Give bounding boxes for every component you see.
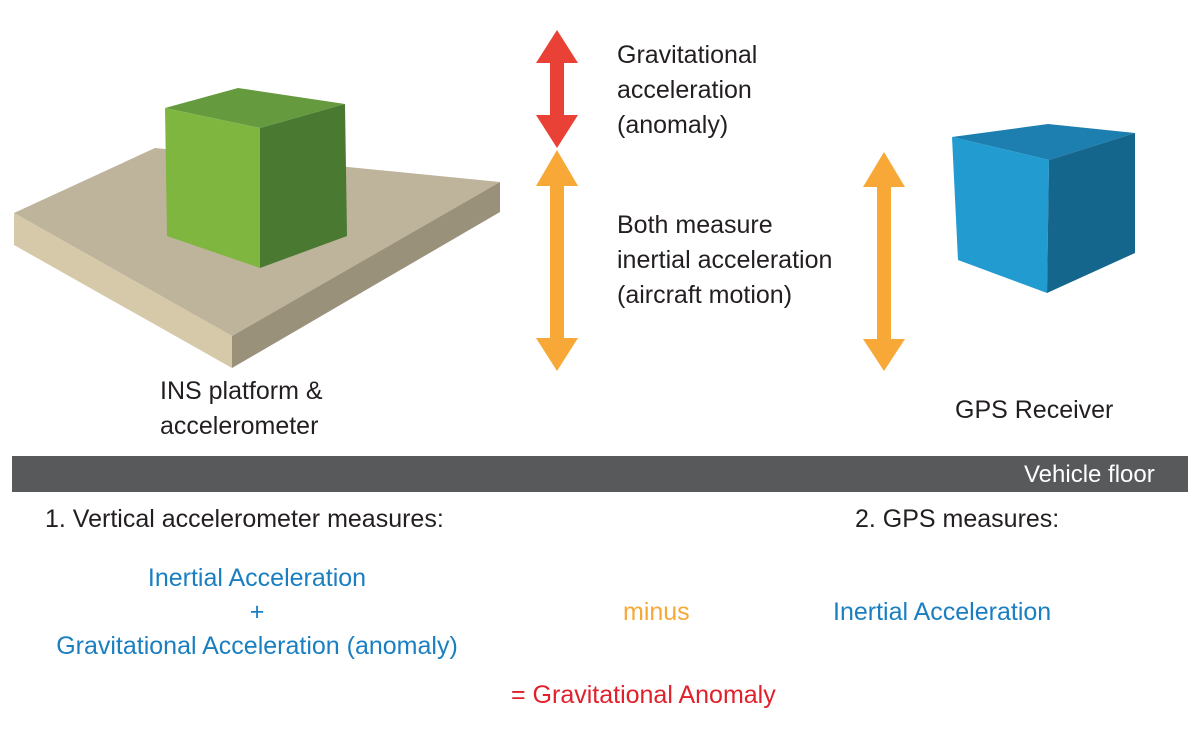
orange-double-arrow-gps <box>863 152 905 371</box>
gps-receiver-label: GPS Receiver <box>955 396 1114 424</box>
green-cube-top-face <box>165 88 345 128</box>
orange-arrow-shaft <box>550 185 564 339</box>
orange-arrow-head-up <box>536 150 578 186</box>
orange-arrow-head-down <box>863 339 905 371</box>
accelerometer-heading: 1. Vertical accelerometer measures: <box>45 505 444 533</box>
plus-sign: + <box>249 598 265 626</box>
vehicle-floor-bar <box>12 456 1188 492</box>
red-arrow-shaft <box>550 62 564 116</box>
platform-side-face <box>232 182 500 368</box>
red-arrow-head-up <box>536 30 578 63</box>
both-line-3: (aircraft motion) <box>617 281 793 309</box>
both-line-2: inertial acceleration <box>617 246 833 274</box>
vehicle-floor-label: Vehicle floor <box>1024 461 1155 488</box>
gps-receiver-cube <box>952 124 1135 293</box>
ins-platform-label: INS platform & accelerometer <box>160 374 323 444</box>
orange-arrow-head-down <box>536 338 578 371</box>
gravity-line-3: (anomaly) <box>617 111 729 139</box>
minus-label: minus <box>623 598 690 626</box>
gravity-line-1: Gravitational <box>617 41 758 69</box>
green-cube-side-face <box>260 104 347 268</box>
platform-front-face <box>14 213 232 368</box>
orange-arrow-head-up <box>863 152 905 187</box>
blue-cube-top-face <box>952 124 1135 160</box>
both-measure-label: Both measure inertial acceleration (airc… <box>617 208 832 313</box>
both-line-1: Both measure <box>617 211 773 239</box>
gravitational-acceleration-label: Gravitational acceleration (anomaly) <box>617 38 757 143</box>
gravitational-acceleration-anomaly: Gravitational Acceleration (anomaly) <box>56 632 458 660</box>
orange-arrow-shaft <box>877 186 891 340</box>
gps-heading: 2. GPS measures: <box>855 505 1060 533</box>
ins-line-1: INS platform & <box>160 377 323 405</box>
blue-cube-side-face <box>1047 133 1135 293</box>
inertial-acceleration-left: Inertial Acceleration <box>147 564 367 592</box>
orange-double-arrow-ins <box>536 150 578 371</box>
green-cube-front-face <box>165 108 260 268</box>
result-gravitational-anomaly: = Gravitational Anomaly <box>511 681 776 709</box>
inertial-acceleration-right: Inertial Acceleration <box>833 598 1052 626</box>
ins-line-2: accelerometer <box>160 412 319 440</box>
blue-cube-front-face <box>952 137 1049 293</box>
accelerometer-cube <box>165 88 347 268</box>
red-arrow-head-down <box>536 115 578 148</box>
red-double-arrow <box>536 30 578 148</box>
gravity-line-2: acceleration <box>617 76 752 104</box>
